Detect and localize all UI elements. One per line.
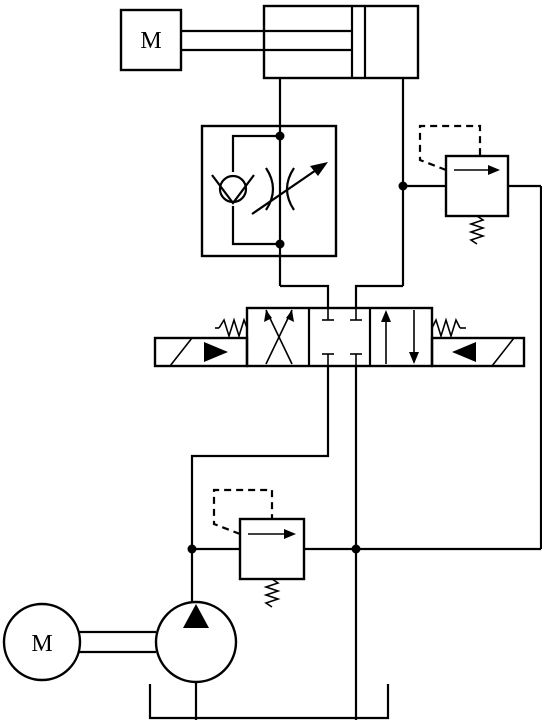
throttle-arc-left [265, 167, 275, 211]
relief-valve-upper [398, 78, 542, 549]
adjustable-arrow [251, 165, 323, 215]
hydraulic-pump [154, 600, 238, 720]
bottom-motor-label: M [31, 631, 52, 657]
tank [148, 684, 390, 720]
spring-right [431, 317, 461, 339]
lower-piping [187, 366, 541, 720]
relief-valve-lower [212, 488, 306, 608]
one-way-throttle-valve [200, 78, 338, 286]
check-valve-seat [211, 174, 255, 205]
spring-lower [263, 578, 281, 608]
pump-flow-arrow [183, 604, 209, 628]
check-valve-ball [218, 174, 248, 204]
solenoid-right [430, 336, 526, 368]
hydraulic-cylinder [181, 4, 420, 80]
solenoid-left [153, 336, 249, 368]
spring-upper [468, 215, 486, 245]
top-motor: M [119, 8, 183, 72]
directional-control-valve [153, 284, 526, 368]
spring-left [218, 317, 248, 339]
top-motor-label: M [140, 28, 161, 54]
bottom-motor: M [2, 602, 156, 682]
